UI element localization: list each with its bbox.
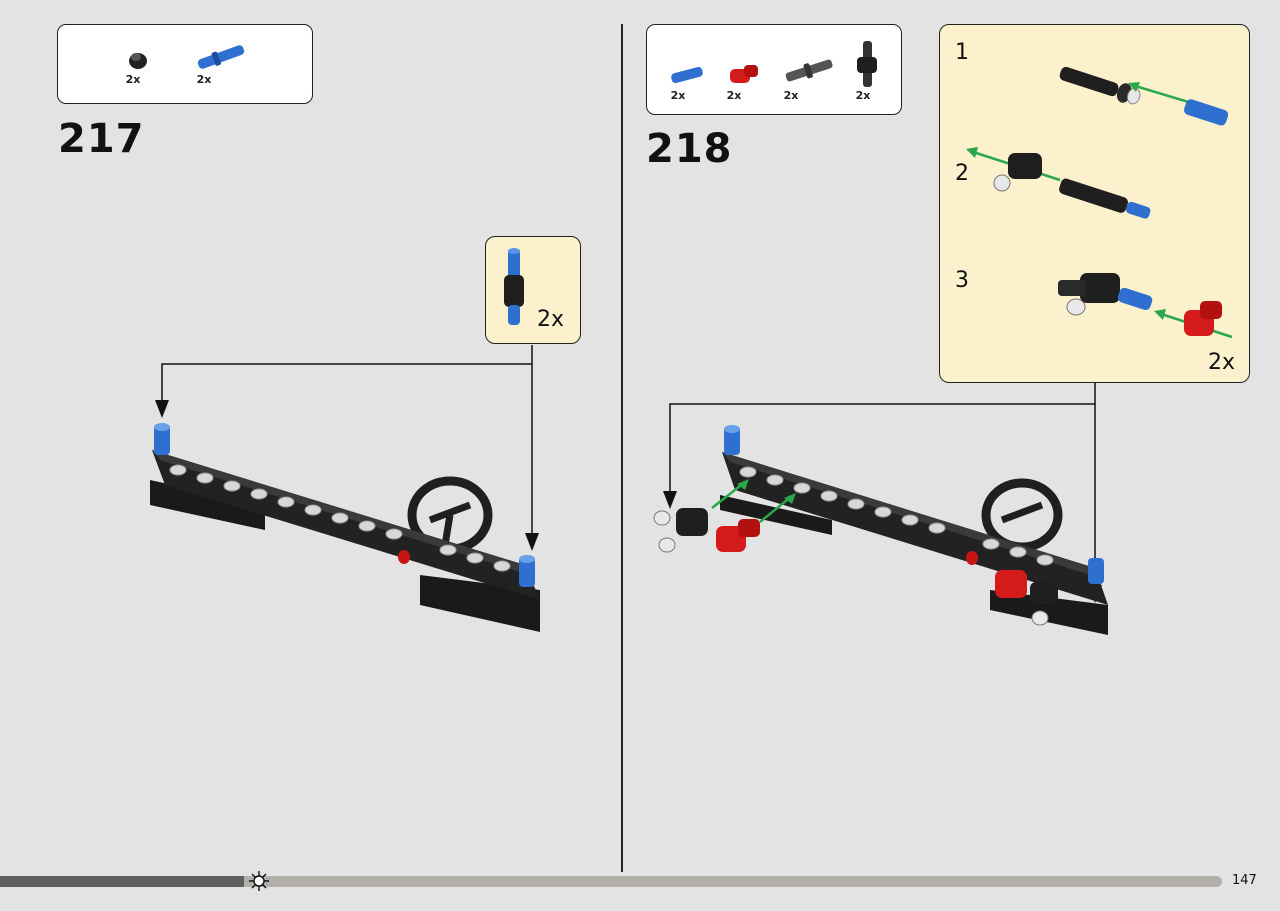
blue-pin-icon [197, 45, 245, 69]
progress-track [0, 876, 1222, 887]
callout-218: 1 2 3 2x [939, 24, 1250, 383]
callout-217: 2x [485, 236, 581, 344]
assembly-illustration-217 [150, 345, 540, 632]
gray-axle-icon [785, 59, 833, 82]
red-connector-icon [730, 65, 758, 83]
blue-axle-pin-icon [671, 66, 703, 84]
part-qty: 2x [125, 73, 141, 86]
substep-number: 3 [955, 268, 969, 293]
bush-icon [129, 53, 147, 69]
part-qty: 2x [726, 89, 742, 102]
part-qty: 2x [670, 89, 686, 102]
page-number: 147 [1232, 873, 1257, 888]
callout-multiplier: 2x [537, 307, 565, 332]
callout-multiplier: 2x [1208, 350, 1236, 375]
substep-number: 2 [955, 161, 969, 186]
cross-block-icon [857, 41, 877, 87]
part-qty: 2x [783, 89, 799, 102]
parts-list-218: 2x 2x 2x 2x [646, 24, 902, 115]
step-number: 218 [646, 126, 733, 172]
page-divider [621, 24, 623, 872]
sun-icon [249, 871, 269, 891]
progress-fill [0, 876, 244, 887]
step-number: 217 [58, 116, 145, 162]
parts-list-217: 2x 2x [57, 24, 313, 104]
assembly-illustration-218 [653, 383, 1108, 635]
blue-pin-with-bush-icon [504, 248, 524, 325]
substep-number: 1 [955, 40, 969, 65]
part-qty: 2x [855, 89, 871, 102]
substep-illustrations [966, 66, 1233, 339]
part-qty: 2x [196, 73, 212, 86]
